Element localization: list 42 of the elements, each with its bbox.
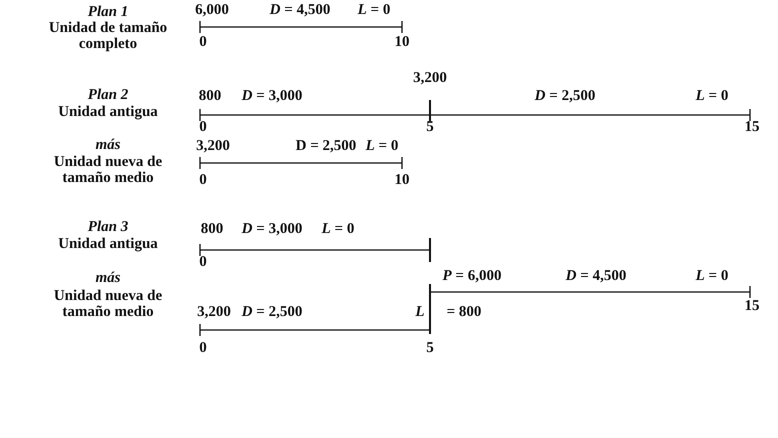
cash-flow-value: 10 bbox=[394, 34, 410, 50]
cash-flow-value: 0 bbox=[199, 34, 207, 50]
cash-flow-value: 0 bbox=[199, 119, 207, 135]
cash-flow-value: 15 bbox=[744, 119, 760, 135]
cash-flow-value: 5 bbox=[426, 119, 434, 135]
cash-flow-value: L = 0 bbox=[696, 88, 728, 104]
cash-flow-value: L = 0 bbox=[322, 221, 354, 237]
cash-flow-value: D = 2,500 bbox=[296, 138, 356, 154]
cash-flow-value: D = 3,000 bbox=[242, 88, 302, 104]
cash-flow-value: L = 0 bbox=[696, 268, 728, 284]
cash-flow-value: D = 2,500 bbox=[534, 88, 596, 104]
plan-heading: Plan 1 bbox=[88, 4, 128, 20]
cash-flow-value: D = 2,500 bbox=[242, 304, 302, 320]
cash-flow-value: 5 bbox=[426, 340, 434, 356]
cash-flow-value: L = 0 bbox=[358, 2, 390, 18]
option-description: Unidad de tamaño completo bbox=[48, 20, 168, 52]
cash-flow-value: 800 bbox=[200, 221, 224, 237]
cash-flow-value: 3,200 bbox=[197, 304, 231, 320]
option-description: Unidad nueva de tamaño medio bbox=[52, 154, 164, 186]
cash-flow-value: D = 3,000 bbox=[242, 221, 302, 237]
cash-flow-value: Unidad antigua bbox=[58, 236, 158, 252]
cash-flow-value: Unidad antigua bbox=[58, 104, 158, 120]
plan-heading: Plan 3 bbox=[88, 219, 128, 235]
cash-flow-value: L bbox=[415, 304, 425, 320]
cash-flow-value: 0 bbox=[199, 254, 207, 270]
connector-word: más bbox=[96, 270, 120, 286]
plan-heading: Plan 2 bbox=[88, 87, 128, 103]
cash-flow-value: 6,000 bbox=[195, 2, 229, 18]
cash-flow-value: L = 0 bbox=[366, 138, 398, 154]
option-description: Unidad nueva de tamaño medio bbox=[52, 288, 164, 320]
cash-flow-value: 0 bbox=[199, 172, 207, 188]
connector-word: más bbox=[96, 137, 120, 153]
cash-flow-value: P = 6,000 bbox=[442, 268, 502, 284]
cash-flow-value: 10 bbox=[394, 172, 410, 188]
cash-flow-value: D = 4,500 bbox=[270, 2, 330, 18]
cash-flow-value: 15 bbox=[744, 298, 760, 314]
cash-flow-value: 0 bbox=[199, 340, 207, 356]
cash-flow-value: 3,200 bbox=[196, 138, 230, 154]
cash-flow-value: 3,200 bbox=[413, 70, 447, 86]
cash-flow-value: = 800 bbox=[446, 304, 482, 320]
cash-flow-value: D = 4,500 bbox=[566, 268, 626, 284]
cash-flow-value: 800 bbox=[198, 88, 222, 104]
